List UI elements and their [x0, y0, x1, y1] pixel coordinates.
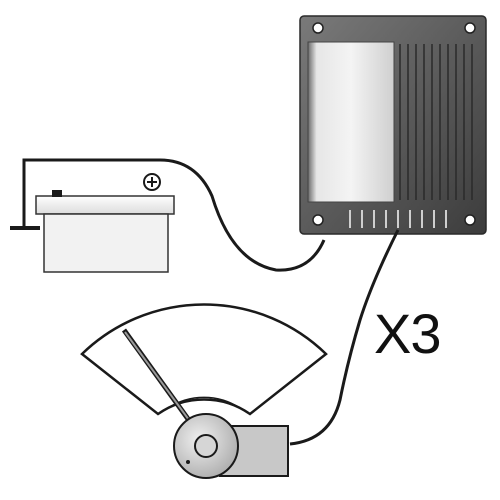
ground-wire [22, 158, 326, 272]
gauge-dial [80, 303, 328, 416]
quantity-label: X3 [374, 302, 441, 365]
bottom-vents [349, 210, 447, 228]
mount-hole [312, 22, 324, 34]
mount-hole [464, 214, 476, 226]
signal-wire [289, 229, 400, 446]
controller-module [299, 15, 487, 235]
motor-actuator [173, 413, 289, 479]
battery-negative-terminal [52, 190, 62, 197]
heatsink-fins [399, 44, 473, 200]
battery [35, 173, 175, 273]
mount-hole [464, 22, 476, 34]
mount-hole [312, 214, 324, 226]
